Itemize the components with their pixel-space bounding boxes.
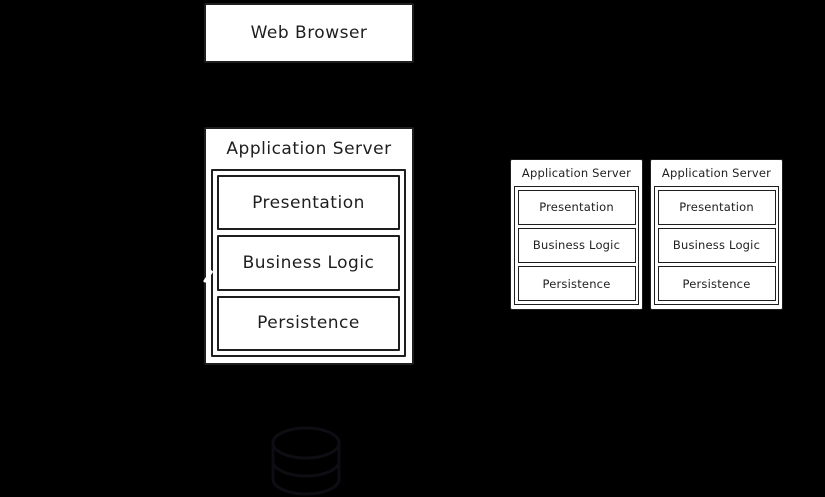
replica-app-server-box-2: Application Server Presentation Business… xyxy=(650,159,783,310)
replica-2-business-logic-layer-box: Business Logic xyxy=(657,227,776,264)
presentation-layer-box: Presentation xyxy=(217,175,400,231)
replica-1-presentation-layer-box: Presentation xyxy=(517,189,636,225)
main-app-server-title: Application Server xyxy=(226,139,392,159)
replica-1-persistence-layer-box: Persistence xyxy=(517,266,636,302)
database-icon xyxy=(271,426,341,496)
main-layers-container: Presentation Business Logic Persistence xyxy=(211,169,406,357)
business-logic-layer-box: Business Logic xyxy=(217,235,400,291)
replica-2-persistence-layer-box: Persistence xyxy=(657,266,776,302)
replica-app-server-box-1: Application Server Presentation Business… xyxy=(510,159,643,310)
replica-1-business-logic-layer-box: Business Logic xyxy=(517,227,636,264)
replica-2-layers-container: Presentation Business Logic Persistence xyxy=(654,186,779,305)
replica-2-title: Application Server xyxy=(661,166,772,180)
web-browser-label: Web Browser xyxy=(250,23,368,43)
replica-1-layers-container: Presentation Business Logic Persistence xyxy=(514,186,639,305)
persistence-layer-box: Persistence xyxy=(217,295,400,351)
main-app-server-box: Application Server Presentation Business… xyxy=(204,127,414,365)
replica-2-presentation-layer-box: Presentation xyxy=(657,189,776,225)
web-browser-box: Web Browser xyxy=(204,3,414,63)
replica-1-title: Application Server xyxy=(521,166,632,180)
